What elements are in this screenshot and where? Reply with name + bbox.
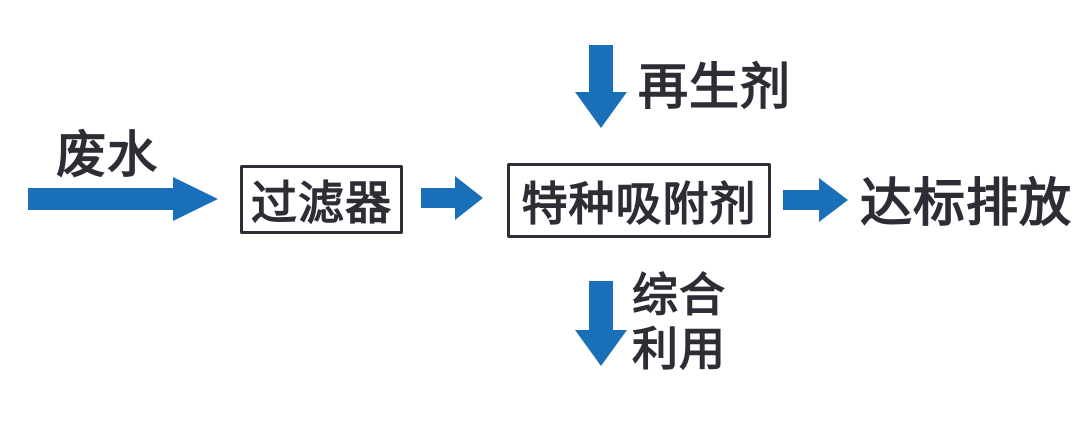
node-filter-label: 过滤器 — [251, 176, 392, 229]
node-adsorbent-box: 特种吸附剂 — [507, 163, 771, 238]
right-arrow-icon — [783, 178, 848, 222]
label-regenerant: 再生剂 — [638, 59, 791, 115]
down-arrow-icon — [575, 45, 627, 128]
label-reuse: 综合 利用 — [632, 268, 726, 376]
node-filter-box: 过滤器 — [240, 165, 403, 234]
right-arrow-icon — [421, 176, 483, 220]
node-adsorbent-label: 特种吸附剂 — [521, 177, 757, 230]
label-discharge: 达标排放 — [860, 175, 1073, 233]
down-arrow-icon — [575, 281, 627, 366]
right-arrow-icon — [28, 177, 218, 221]
label-wastewater: 废水 — [56, 127, 158, 183]
label-reuse-line1: 综合 — [632, 269, 726, 321]
label-reuse-line2: 利用 — [632, 323, 726, 375]
